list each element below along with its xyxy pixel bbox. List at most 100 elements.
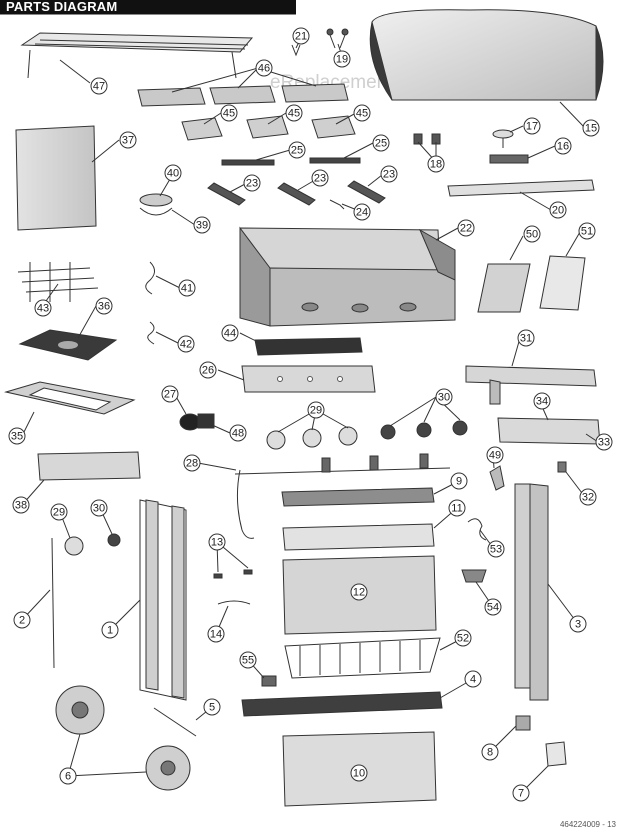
document-number: 464224009 - 13 (559, 820, 616, 829)
callout-43: 43 (34, 299, 52, 317)
svg-text:1: 1 (107, 625, 113, 637)
svg-text:41: 41 (181, 283, 193, 295)
svg-text:23: 23 (246, 178, 258, 190)
svg-text:13: 13 (211, 537, 223, 549)
part-front-brace (281, 487, 435, 507)
callout-2: 2 (13, 611, 31, 629)
callout-15: 15 (582, 119, 600, 137)
callout-53: 53 (487, 540, 505, 558)
callout-38: 38 (12, 496, 30, 514)
callout-40: 40 (164, 164, 182, 182)
part-bracket-49 (489, 465, 505, 491)
callout-36: 36 (95, 297, 113, 315)
svg-text:38: 38 (15, 500, 27, 512)
callout-23-2: 23 (311, 169, 329, 187)
callout-26: 26 (199, 361, 217, 379)
callout-25: 25 (288, 141, 306, 159)
svg-text:45: 45 (223, 108, 235, 120)
callout-29: 29 (307, 401, 325, 419)
part-heat-plates (181, 115, 356, 141)
part-wheels (55, 685, 191, 791)
callout-14: 14 (207, 625, 225, 643)
callout-49: 49 (486, 446, 504, 464)
part-cooking-grates (137, 83, 349, 107)
svg-text:34: 34 (536, 396, 548, 408)
svg-text:10: 10 (353, 768, 365, 780)
callout-10: 10 (350, 764, 368, 782)
part-bracket-32 (557, 461, 567, 473)
svg-text:48: 48 (232, 428, 244, 440)
svg-text:16: 16 (557, 141, 569, 153)
part-side-panel-lower (37, 451, 141, 481)
svg-text:12: 12 (353, 587, 365, 599)
svg-text:14: 14 (210, 629, 222, 641)
callout-39: 39 (193, 216, 211, 234)
callout-30: 30 (435, 388, 453, 406)
part-small-hardware (291, 28, 349, 57)
callout-23: 23 (243, 174, 261, 192)
svg-text:17: 17 (526, 121, 538, 133)
callout-11: 11 (448, 499, 466, 517)
part-side-bezel (64, 536, 84, 556)
svg-text:24: 24 (356, 207, 368, 219)
svg-text:27: 27 (164, 389, 176, 401)
svg-text:37: 37 (122, 135, 134, 147)
callout-23-3: 23 (380, 165, 398, 183)
svg-text:4: 4 (470, 674, 476, 686)
svg-text:30: 30 (438, 392, 450, 404)
callout-25-2: 25 (372, 134, 390, 152)
part-burners (207, 180, 386, 206)
svg-text:9: 9 (456, 476, 462, 488)
callout-42: 42 (177, 335, 195, 353)
svg-text:2: 2 (19, 615, 25, 627)
callout-12: 12 (350, 583, 368, 601)
svg-text:29: 29 (53, 507, 65, 519)
part-tool-hook (467, 518, 487, 541)
part-clips (213, 569, 253, 605)
svg-text:35: 35 (11, 431, 23, 443)
svg-text:21: 21 (295, 31, 307, 43)
svg-text:33: 33 (598, 437, 610, 449)
callout-45: 45 (220, 104, 238, 122)
part-side-panel (15, 125, 97, 231)
callout-19: 19 (333, 50, 351, 68)
svg-text:54: 54 (487, 602, 499, 614)
svg-text:45: 45 (356, 108, 368, 120)
callout-31: 31 (517, 329, 535, 347)
callout-7: 7 (512, 784, 530, 802)
svg-text:29: 29 (310, 405, 322, 417)
part-carryover-tubes (221, 157, 361, 166)
callout-50: 50 (523, 225, 541, 243)
svg-text:44: 44 (224, 328, 236, 340)
svg-text:23: 23 (314, 173, 326, 185)
part-shelf-panel (497, 417, 601, 445)
svg-text:36: 36 (98, 301, 110, 313)
svg-text:15: 15 (585, 123, 597, 135)
svg-text:6: 6 (65, 771, 71, 783)
part-side-shelf-frame (4, 381, 136, 415)
svg-text:30: 30 (93, 503, 105, 515)
callout-30-2: 30 (90, 499, 108, 517)
part-bottom-shelf (241, 691, 443, 717)
part-regulator (179, 413, 215, 431)
svg-text:26: 26 (202, 365, 214, 377)
svg-text:8: 8 (487, 747, 493, 759)
part-right-cart-frame (514, 483, 549, 701)
part-fastener-55 (261, 675, 277, 687)
callout-1: 1 (101, 621, 119, 639)
svg-text:18: 18 (430, 159, 442, 171)
callout-3: 3 (569, 615, 587, 633)
part-side-burner-head (139, 193, 173, 216)
svg-text:19: 19 (336, 54, 348, 66)
part-manifold-bracket (254, 337, 363, 356)
svg-text:53: 53 (490, 544, 502, 556)
svg-text:31: 31 (520, 333, 532, 345)
part-side-grate (17, 262, 99, 302)
callout-37: 37 (119, 131, 137, 149)
callout-28: 28 (183, 454, 201, 472)
callout-27: 27 (161, 385, 179, 403)
part-side-shelf (465, 365, 597, 387)
svg-text:39: 39 (196, 220, 208, 232)
svg-text:46: 46 (258, 63, 270, 75)
